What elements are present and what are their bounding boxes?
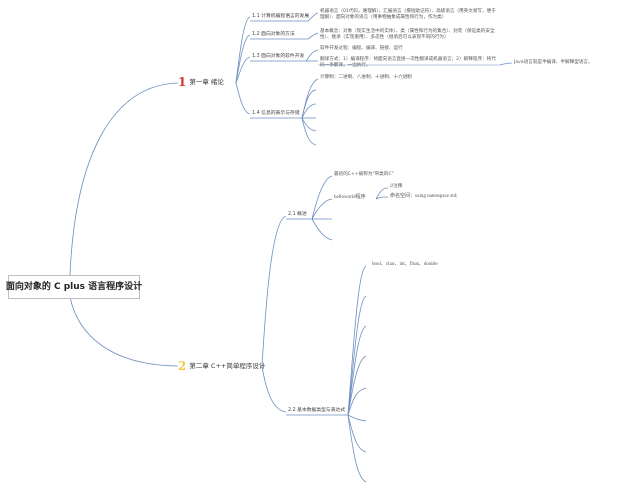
chapter-1-node[interactable]: 1 第一章 绪论 <box>178 76 224 88</box>
chapter-1-number: 1 <box>178 75 187 89</box>
edge-ch1-s2 <box>235 34 251 84</box>
edge-ch1-s4 <box>235 82 251 115</box>
chapter-1-title: 第一章 绪论 <box>189 77 224 86</box>
edge-root-chapter2 <box>69 296 179 367</box>
root-title: 面向对象的 C plus 语言程序设计 <box>5 281 143 292</box>
leaf-1-3-process[interactable]: 软件开发过程：编程、编译、链接、运行 <box>320 46 403 51</box>
section-1-1[interactable]: 1.1 计算机编程语言的发展 <box>252 14 310 19</box>
leaf-2-1-history[interactable]: 最初的C++被称为"带类的C" <box>334 172 394 177</box>
chapter-2-node[interactable]: 2 第二章 C++简单程序设计 <box>178 360 265 372</box>
chapter-2-title: 第二章 C++简单程序设计 <box>189 361 266 370</box>
edge-root-chapter1 <box>69 82 179 276</box>
chapter-2-number: 2 <box>178 359 187 373</box>
leaf-2-1-helloworld[interactable]: helloworld程序 <box>334 195 366 200</box>
section-1-4[interactable]: 1.4 信息的表示与存储 <box>252 111 300 116</box>
root-node[interactable]: 面向对象的 C plus 语言程序设计 <box>5 275 143 299</box>
section-1-3[interactable]: 1.3 面向对象的软件开发 <box>252 54 305 59</box>
leaf-1-4-number-systems[interactable]: 计算制：二进制、八进制、十进制、十六进制 <box>320 75 412 80</box>
leaf-2-2-types[interactable]: bool、char、int、float、double <box>372 262 438 267</box>
section-2-1[interactable]: 2.1 概述 <box>288 212 307 217</box>
leaf-1-2-concepts[interactable]: 基本概念：对象（现实生活中的实体）、类（属性和行为的集合）、封装（保证类的安全性… <box>320 29 495 41</box>
section-1-2[interactable]: 1.2 面向对象的方法 <box>252 32 295 37</box>
edge-ch1-s3 <box>235 56 251 84</box>
leaf-1-3-translation[interactable]: 翻译方式：1）编译程序：将面向语言直接一次性翻译成机器语言；2）解释程序：将代码… <box>320 57 496 69</box>
leaf-2-1-comment[interactable]: //注释 <box>390 184 403 189</box>
edge-ch1-s1 <box>235 16 251 84</box>
edge-ch2-s2 <box>261 365 287 413</box>
leaf-1-3-java-note[interactable]: Java语言就是半编译、半解释型语言。 <box>514 60 593 65</box>
edge-ch2-s1 <box>261 215 287 367</box>
section-2-2[interactable]: 2.2 基本数据类型与表达式 <box>288 408 346 413</box>
leaf-1-1-languages[interactable]: 机器语言（01代码，难理解）、汇编语言（擅短助记符）、高级语言（用英文易写，便于… <box>320 9 496 21</box>
leaf-2-1-namespace[interactable]: 命名空间：using namespace std; <box>390 194 458 199</box>
